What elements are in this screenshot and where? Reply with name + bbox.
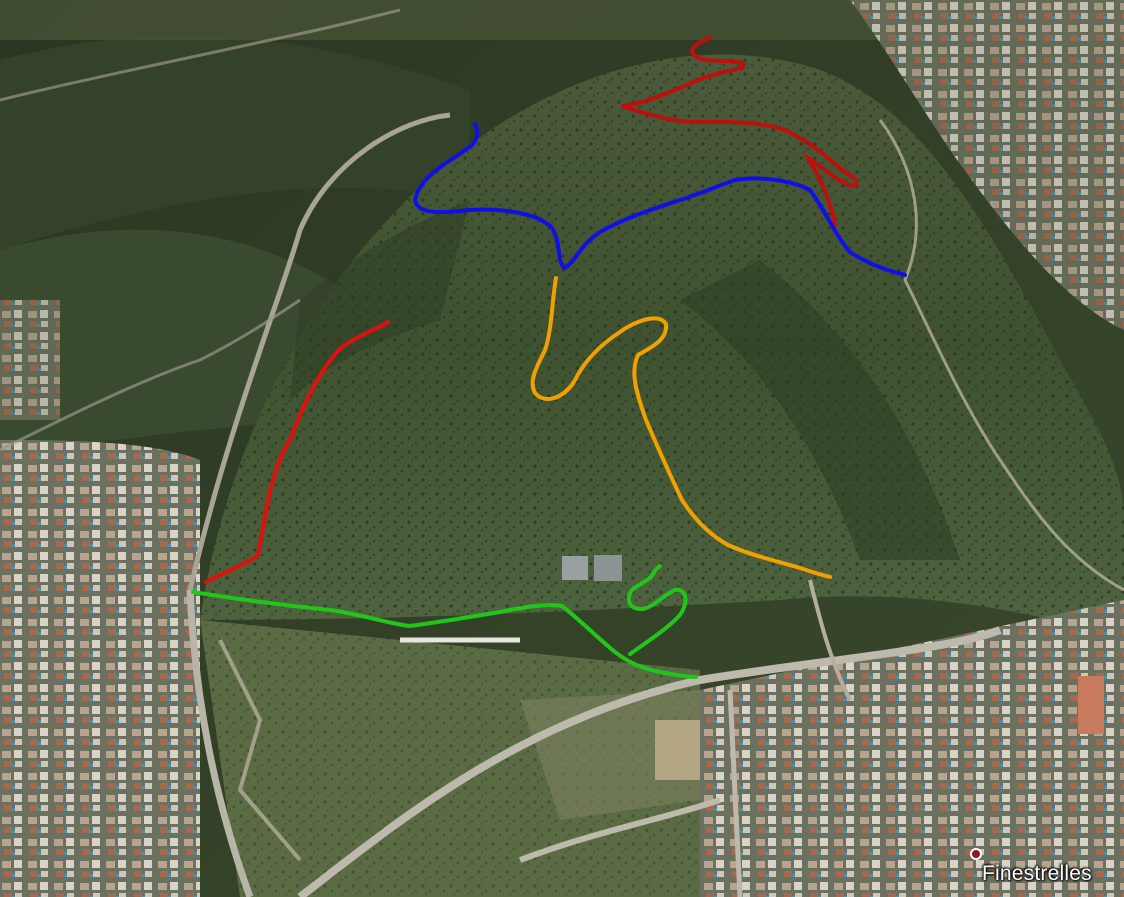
route-red-upper[interactable] <box>621 36 859 227</box>
route-red-lower[interactable] <box>204 320 390 584</box>
route-orange[interactable] <box>530 276 832 579</box>
place-pin-icon[interactable] <box>970 848 982 860</box>
route-green[interactable] <box>191 564 698 679</box>
place-label-finestrelles[interactable]: Finestrelles <box>982 862 1092 885</box>
route-blue[interactable] <box>412 122 907 277</box>
